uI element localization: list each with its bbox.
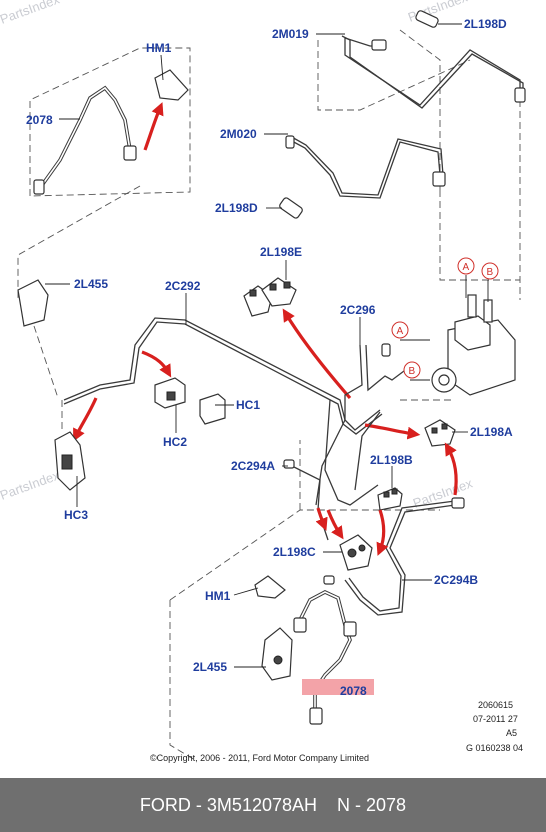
- assembly-arrow: [444, 442, 458, 496]
- frame-top-right: [317, 29, 521, 300]
- label-hm1-bottom: HM1: [205, 589, 231, 603]
- connector-2l198c: [339, 534, 373, 571]
- highlight-target-part: [302, 679, 374, 695]
- label-2c294b: 2C294B: [434, 573, 478, 587]
- label-2l198c: 2L198C: [273, 545, 316, 559]
- svg-text:A: A: [397, 326, 404, 337]
- brake-pipe-2c294b: [344, 504, 456, 616]
- label-2l198d-mid: 2L198D: [215, 201, 258, 215]
- pipe-nut: [381, 343, 391, 357]
- pipe-nut: [451, 497, 465, 509]
- connector-2l198d: [415, 10, 439, 28]
- label-2l198a: 2L198A: [470, 425, 513, 439]
- frame-top-left: [29, 47, 191, 197]
- label-2c296: 2C296: [340, 303, 376, 317]
- brake-pipe-2m020: [289, 139, 441, 199]
- svg-text:A: A: [463, 262, 470, 273]
- pipe-nut: [432, 171, 446, 187]
- pipe-nut: [514, 87, 526, 103]
- label-hm1-top: HM1: [146, 41, 172, 55]
- label-2l198b: 2L198B: [370, 453, 413, 467]
- watermark: PartsIndex: [0, 467, 62, 503]
- label-2l198e: 2L198E: [260, 245, 302, 259]
- pipe-nut: [371, 39, 387, 51]
- label-hc2: HC2: [163, 435, 187, 449]
- svg-text:B: B: [409, 366, 416, 377]
- bracket-2l455-top: [17, 279, 49, 327]
- assembly-arrow: [282, 308, 352, 400]
- abs-hydraulic-unit: [431, 294, 516, 396]
- connector-2l198d-mid: [279, 197, 303, 219]
- info-line-2: 07-2011 27: [473, 714, 518, 724]
- assembly-arrow: [141, 350, 172, 378]
- frame-bottom: [169, 440, 440, 761]
- hose-fitting: [123, 145, 137, 161]
- frame-abs: [400, 190, 520, 401]
- assembly-arrow: [73, 397, 98, 442]
- frame-link-left: [17, 185, 141, 430]
- footer-part-number: 3M512078AH: [206, 794, 317, 815]
- connector-2l198a: [424, 419, 456, 447]
- info-line-3: A5: [506, 728, 517, 738]
- callout-b: B: [403, 361, 421, 379]
- assembly-arrow: [315, 507, 328, 531]
- callout-a: A: [457, 257, 475, 275]
- label-hc1: HC1: [236, 398, 260, 412]
- bracket-2l455-bottom: [261, 627, 293, 681]
- pipe-nut: [285, 135, 295, 149]
- footer-brand: FORD: [139, 794, 191, 815]
- label-2c294a: 2C294A: [231, 459, 275, 473]
- brake-pipe-2c292: [63, 317, 381, 431]
- assembly-arrow: [143, 102, 164, 151]
- callout-b: B: [481, 262, 499, 280]
- assembly-arrow: [364, 423, 421, 440]
- label-2c292: 2C292: [165, 279, 201, 293]
- bracket-hm1-bottom: [254, 575, 286, 599]
- assembly-arrow: [326, 509, 344, 540]
- info-line-1: 2060615: [478, 700, 513, 710]
- hose-fitting: [33, 179, 45, 195]
- copyright: ©Copyright, 2006 - 2011, Ford Motor Comp…: [150, 753, 369, 763]
- connector-2l198e: [243, 277, 297, 317]
- footer-bar: FORD - 3M512078AH N - 2078: [0, 778, 546, 832]
- brake-pipe-2c294a: [289, 399, 379, 541]
- brake-hose-2078: [293, 575, 357, 725]
- pipe-nut: [283, 459, 295, 469]
- watermark: PartsIndex: [0, 0, 62, 27]
- assembly-arrow: [376, 509, 389, 556]
- footer-reference: N - 2078: [337, 794, 407, 815]
- label-2l198d-top: 2L198D: [464, 17, 507, 31]
- label-2l455-bottom: 2L455: [193, 660, 227, 674]
- label-2078-bottom: 2078: [340, 684, 367, 698]
- info-line-4: G 0160238 04: [466, 743, 523, 753]
- clip-hc1: [199, 393, 226, 425]
- label-2078-top: 2078: [26, 113, 53, 127]
- connector-2l198b: [377, 487, 403, 511]
- svg-text:B: B: [487, 267, 494, 278]
- callout-a: A: [391, 321, 409, 339]
- label-2m019: 2M019: [272, 27, 309, 41]
- label-hc3: HC3: [64, 508, 88, 522]
- bracket-hm1-top: [154, 69, 189, 101]
- brake-lines-diagram: PartsIndex PartsIndex PartsIndex PartsIn…: [0, 0, 526, 763]
- label-2l455-top: 2L455: [74, 277, 108, 291]
- brake-pipe-2c296: [344, 344, 413, 420]
- label-2m020: 2M020: [220, 127, 257, 141]
